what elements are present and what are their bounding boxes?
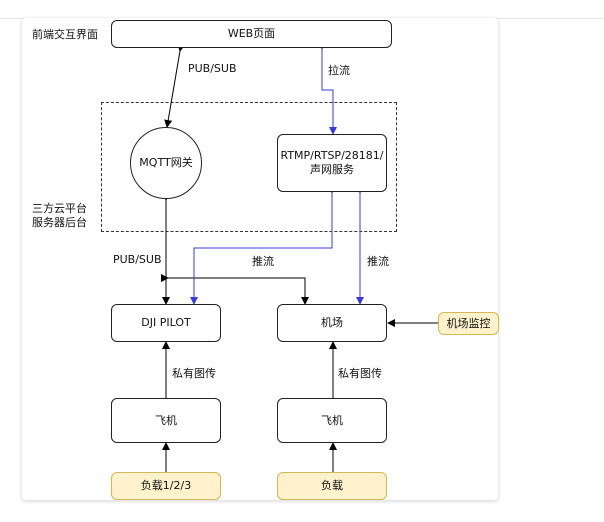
dock-node: 机场 [277,304,387,342]
aircraft-left-node: 飞机 [111,398,221,443]
edge-label-push-left: 推流 [252,255,274,268]
frontend-label: 前端交互界面 [32,28,98,41]
edge-label-pubsub-bottom: PUB/SUB [113,253,162,266]
dji-pilot-node: DJI PILOT [111,304,221,342]
mqtt-gateway-node: MQTT网关 [130,127,202,199]
streaming-service-node: RTMP/RTSP/28181/ 声网服务 [277,134,387,192]
streaming-service-label-line2: 声网服务 [310,163,354,176]
edge-label-pubsub-top: PUB/SUB [188,62,237,75]
edge-label-private-left: 私有图传 [172,367,216,380]
dock-monitor-node: 机场监控 [438,312,499,335]
cloud-label-line2: 服务器后台 [32,216,87,229]
edge-label-push-right: 推流 [367,255,389,268]
payload-left-node: 负载1/2/3 [111,472,221,500]
edge-pubsub-dock [161,274,309,305]
edge-web-mqtt [164,43,186,128]
payload-right-node: 负载 [277,472,387,500]
edge-label-private-right: 私有图传 [338,367,382,380]
aircraft-right-node: 飞机 [277,398,387,443]
edge-push-dji [190,186,336,305]
streaming-service-label-line1: RTMP/RTSP/28181/ [280,149,384,162]
edge-pull-stream [318,42,337,135]
edge-label-pull-stream: 拉流 [328,64,350,77]
web-page-node: WEB页面 [111,20,392,48]
cloud-label-line1: 三方云平台 [32,202,87,215]
